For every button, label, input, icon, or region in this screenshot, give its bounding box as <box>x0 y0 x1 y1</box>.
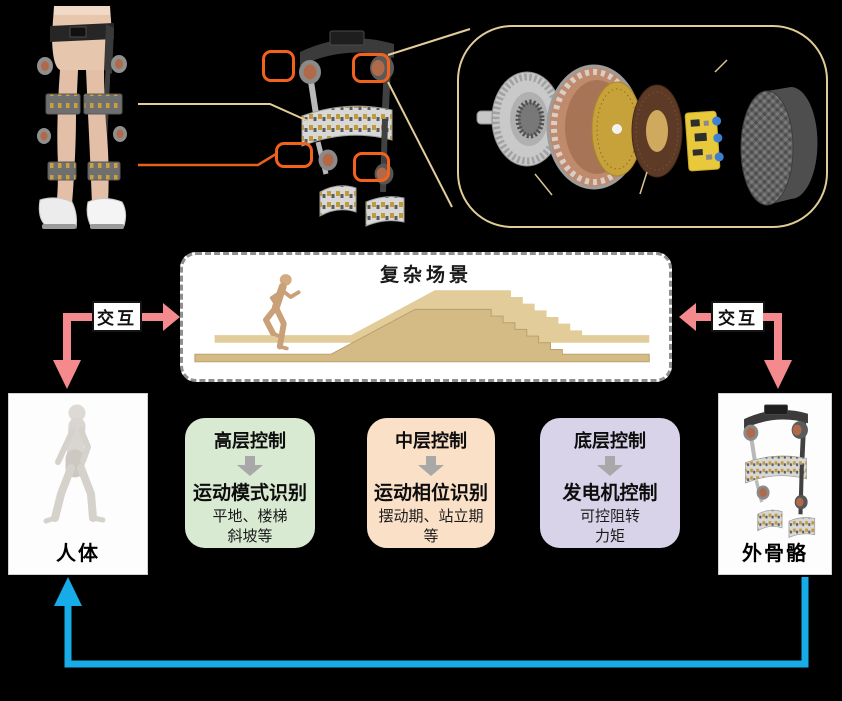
interaction-arrow-right-in <box>679 303 711 331</box>
interaction-label-left-text: 交互 <box>97 309 137 328</box>
callout-line-knee <box>138 152 277 167</box>
highlight-left-hip-motor <box>262 50 295 82</box>
control-box-high-level: 高层控制 运动模式识别 平地、楼梯 斜坡等 <box>185 418 315 548</box>
walking-human-render <box>43 404 106 524</box>
control-detail-line1: 摆动期、站立期 <box>378 508 484 525</box>
interaction-arrow-right-down <box>763 313 792 389</box>
interaction-arrow-left-in <box>142 303 180 331</box>
leader-line <box>639 171 648 195</box>
scenario-title: 复杂场景 <box>379 265 472 286</box>
leader-line <box>714 59 728 73</box>
human-panel: 人体 <box>8 393 148 575</box>
down-arrow-icon <box>597 456 623 476</box>
control-box-low-level: 底层控制 发电机控制 可控阻转 力矩 <box>540 418 680 548</box>
control-detail-line1: 平地、楼梯 <box>212 508 288 525</box>
runner-figure <box>263 274 301 351</box>
exoskeleton-panel-label: 外骨骼 <box>742 543 808 565</box>
scenario-box: 复杂场景 <box>180 252 672 382</box>
down-arrow-icon <box>418 456 444 476</box>
control-detail: 可控阻转 力矩 <box>540 507 680 546</box>
exoskeleton-panel: 外骨骼 <box>718 393 832 575</box>
control-detail-line2: 斜坡等 <box>227 527 273 545</box>
control-result: 运动模式识别 <box>192 483 307 504</box>
control-detail: 摆动期、站立期 等 <box>367 507 495 546</box>
feedback-arrow <box>54 577 809 668</box>
control-detail-line2: 等 <box>423 527 439 545</box>
control-title: 中层控制 <box>395 431 467 451</box>
terrain-render <box>194 274 650 363</box>
control-result: 运动相位识别 <box>373 483 488 504</box>
down-arrow-icon <box>237 456 263 476</box>
control-detail-line2: 力矩 <box>594 527 625 545</box>
legs-with-exoskeleton-render <box>37 6 127 229</box>
interaction-label-right: 交互 <box>711 301 765 332</box>
exploded-motor-callout <box>457 25 828 228</box>
control-title: 高层控制 <box>214 431 286 451</box>
control-result: 发电机控制 <box>562 483 658 504</box>
highlight-right-hip-motor <box>352 53 390 83</box>
control-detail-line1: 可控阻转 <box>579 508 640 525</box>
control-box-mid-level: 中层控制 运动相位识别 摆动期、站立期 等 <box>367 418 495 548</box>
highlight-right-knee-motor <box>353 152 390 182</box>
human-panel-label: 人体 <box>56 543 100 565</box>
interaction-label-left: 交互 <box>92 301 142 332</box>
highlight-left-knee-motor <box>275 142 313 168</box>
exoskeleton-render-small <box>725 400 827 543</box>
leader-line <box>534 173 553 196</box>
exploded-motor-render <box>476 59 818 206</box>
interaction-label-right-text: 交互 <box>718 309 758 328</box>
control-detail: 平地、楼梯 斜坡等 <box>185 507 315 546</box>
interaction-arrow-left-down <box>53 313 92 389</box>
control-title: 底层控制 <box>574 431 646 451</box>
